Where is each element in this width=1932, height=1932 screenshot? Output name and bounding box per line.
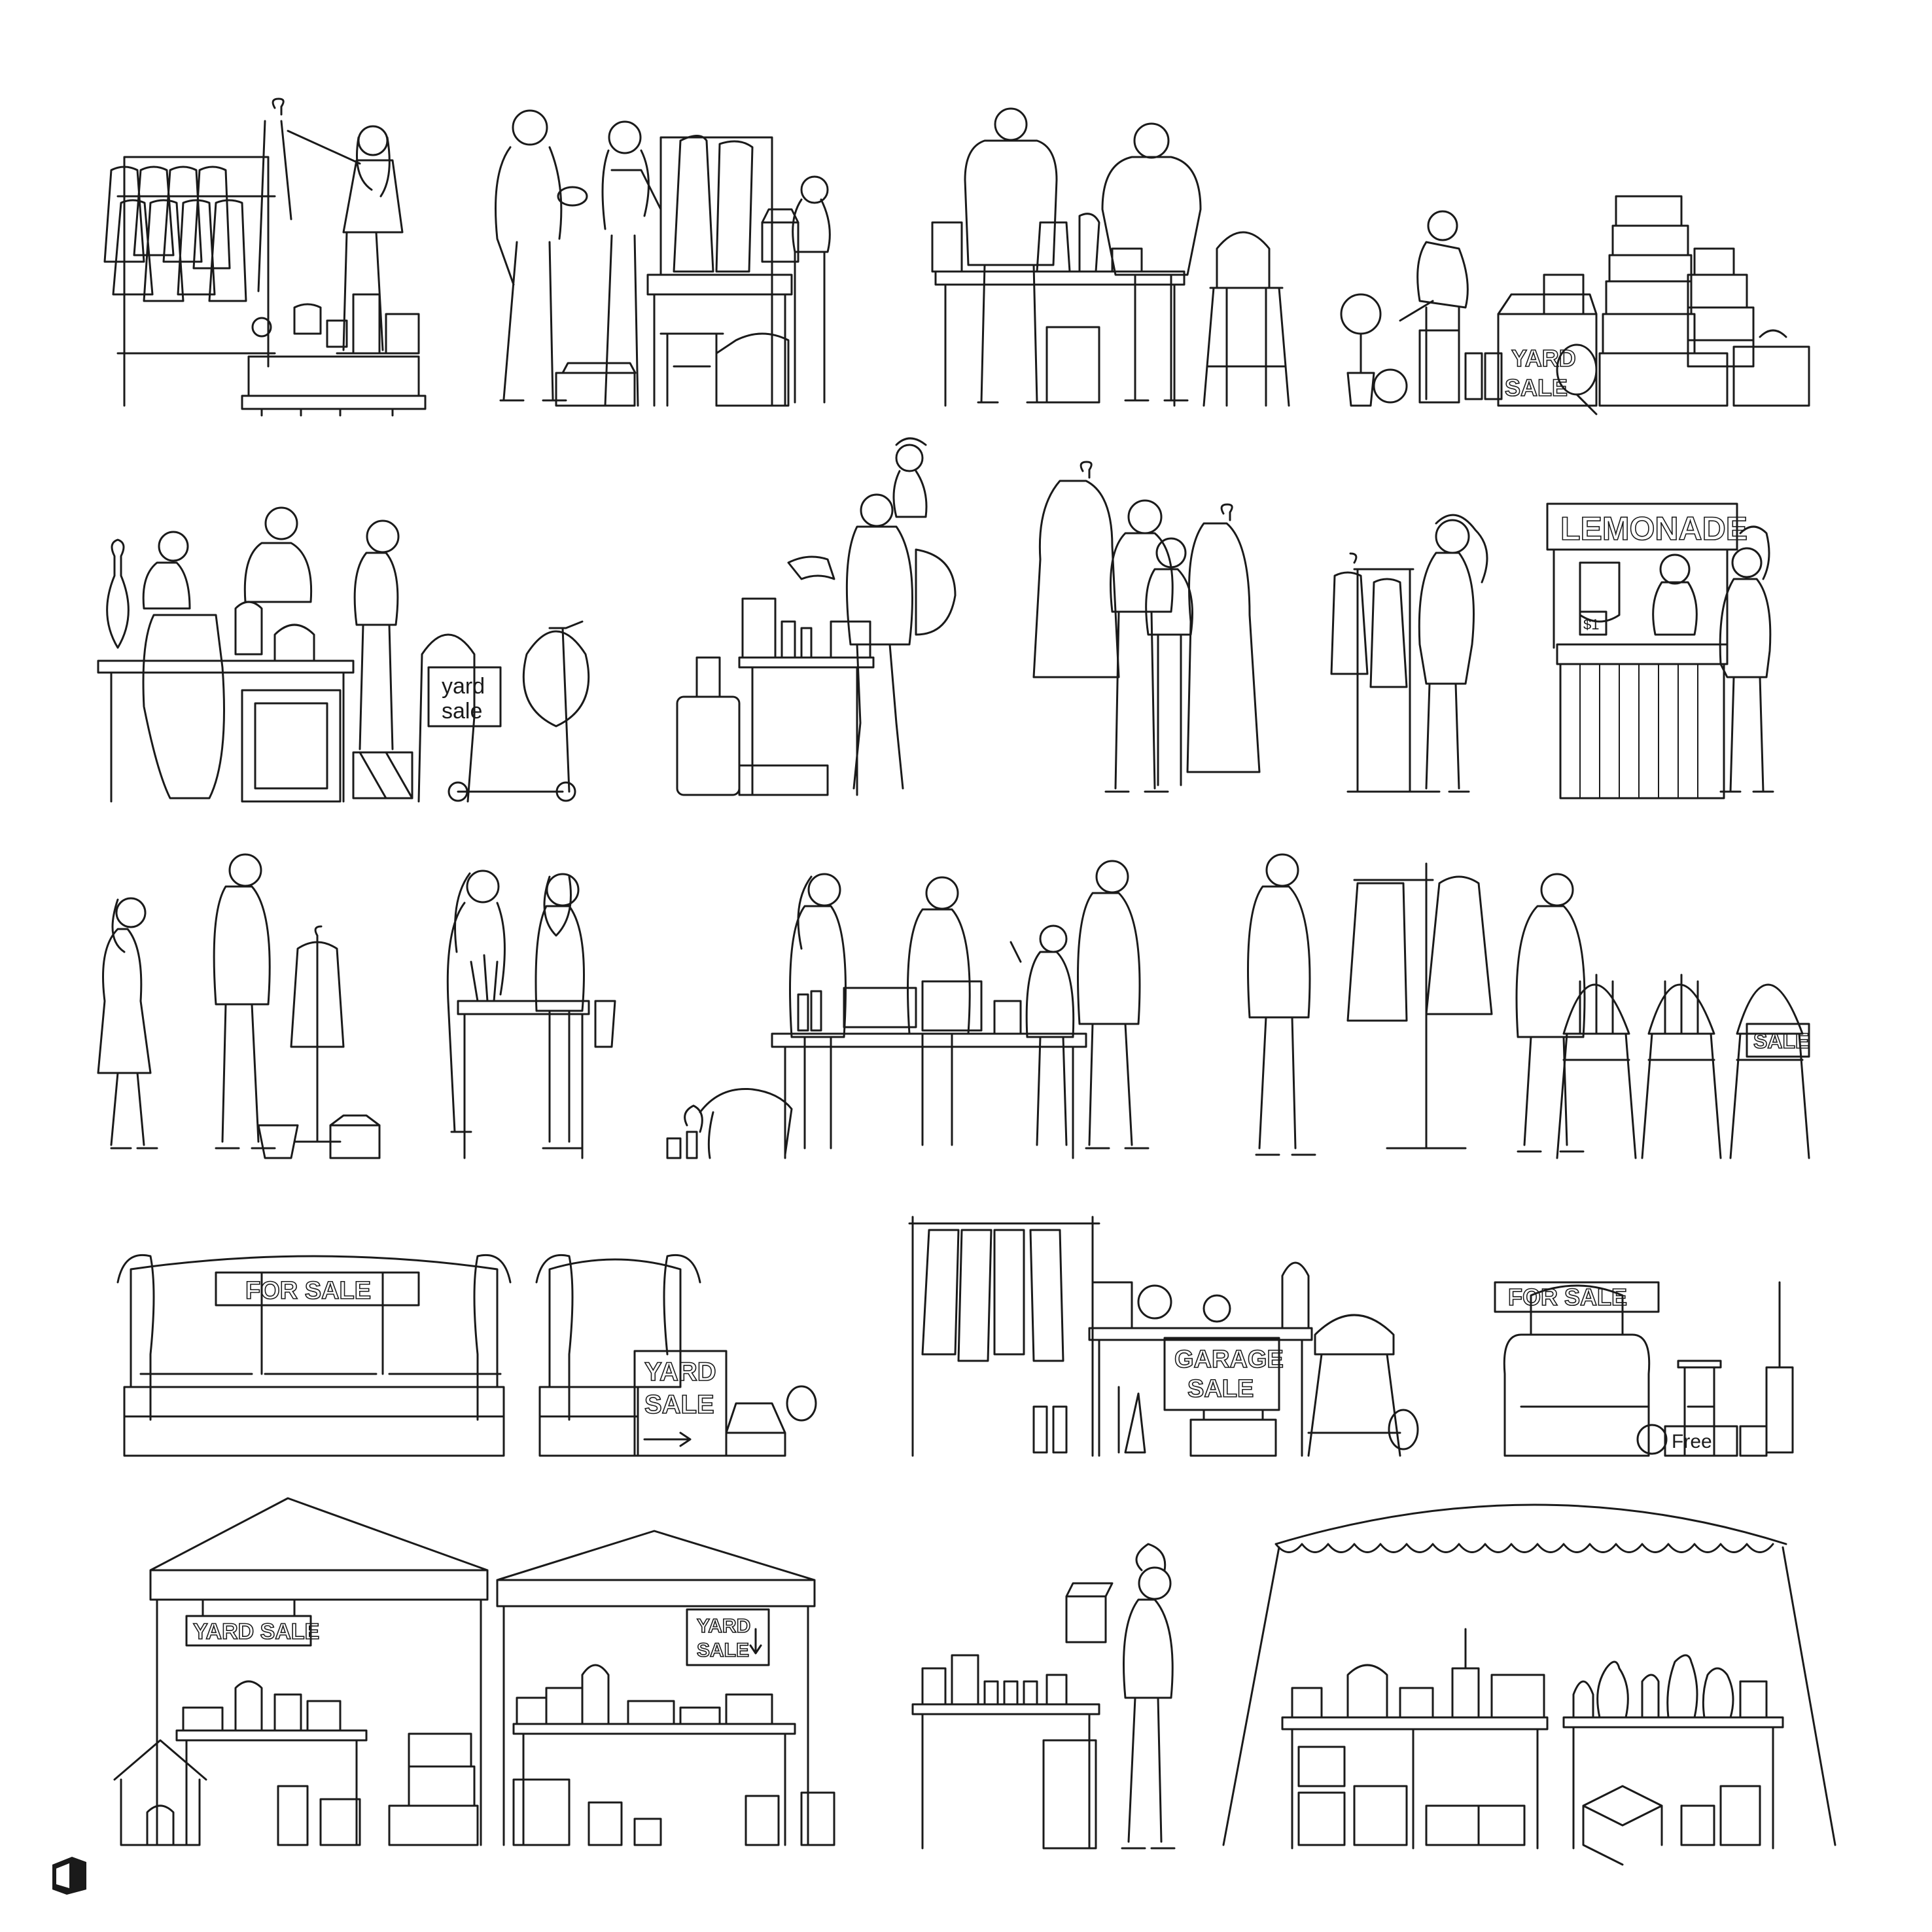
scene-tent-yard-sale-1: YARD SALE — [113, 1497, 489, 1846]
garage-sale-line1: GARAGE — [1174, 1346, 1284, 1373]
yard-sale-sofa-line1: YARD — [644, 1358, 716, 1386]
yard-sale-tent1-text: YARD SALE — [193, 1619, 319, 1644]
yard-sale-tent2-sign — [686, 1608, 770, 1666]
scene-clothing-rack-woman — [103, 97, 427, 417]
lemonade-sign — [1546, 502, 1738, 551]
scene-woman-at-small-rack — [1330, 514, 1488, 793]
yard-sale-tent2-line1: YARD — [697, 1615, 750, 1637]
free-box — [1664, 1425, 1738, 1457]
scene-couple-and-girl-at-rack — [495, 109, 831, 407]
free-box-text: Free — [1672, 1431, 1712, 1452]
yard-sale-sofa-line2: SALE — [644, 1390, 714, 1419]
scene-woman-carrying-box — [911, 1543, 1176, 1850]
scene-armchair-free-box: FOR SALE Free — [1494, 1281, 1794, 1457]
yard-sale-tent1-sign — [185, 1615, 312, 1647]
scene-boy-boxes-yard-sale: YARD SALE — [1340, 195, 1810, 415]
for-sale-sofa-text: FOR SALE — [245, 1277, 371, 1305]
for-sale-armchair-text: FOR SALE — [1508, 1284, 1627, 1310]
scene-couple-with-dresses — [1032, 461, 1261, 793]
yard-sale-cart-sign — [427, 666, 502, 728]
scene-sofa-for-sale: FOR SALE YARD SALE — [116, 1254, 817, 1457]
yard-sale-sofa-sign — [633, 1350, 728, 1457]
scene-family-with-dog — [666, 860, 1150, 1159]
scene-scalloped-tent — [1222, 1503, 1836, 1866]
yard-sale-cart-line1: yard — [442, 674, 485, 699]
sale-chair-text: SALE — [1753, 1029, 1809, 1053]
scene-table-and-high-chair — [931, 107, 1290, 407]
scene-garage-sale: GARAGE SALE — [908, 1216, 1419, 1457]
scene-fitting-and-two-women — [97, 853, 616, 1159]
scene-lemonade-stand: LEMONADE $1 — [1546, 502, 1774, 799]
scene-rack-and-chairs: SALE — [1247, 853, 1810, 1159]
price-tag-text: $1 — [1583, 616, 1599, 633]
yard-sale-tent2-line2: SALE — [697, 1640, 749, 1661]
brand-logo-icon — [52, 1857, 86, 1895]
yard-sale-cart-line2: sale — [442, 699, 482, 724]
lemonade-sign-text: LEMONADE — [1560, 510, 1748, 547]
scene-tent-yard-sale-2: YARD SALE — [496, 1530, 835, 1846]
for-sale-sofa-sign — [215, 1271, 420, 1307]
garage-sale-line2: SALE — [1187, 1375, 1254, 1403]
sale-chair-sign — [1746, 1023, 1810, 1058]
for-sale-armchair-sign — [1494, 1281, 1660, 1313]
scene-father-child-suitcase — [676, 437, 957, 796]
scene-golf-bag-cart-scooter: yard sale — [97, 506, 590, 803]
